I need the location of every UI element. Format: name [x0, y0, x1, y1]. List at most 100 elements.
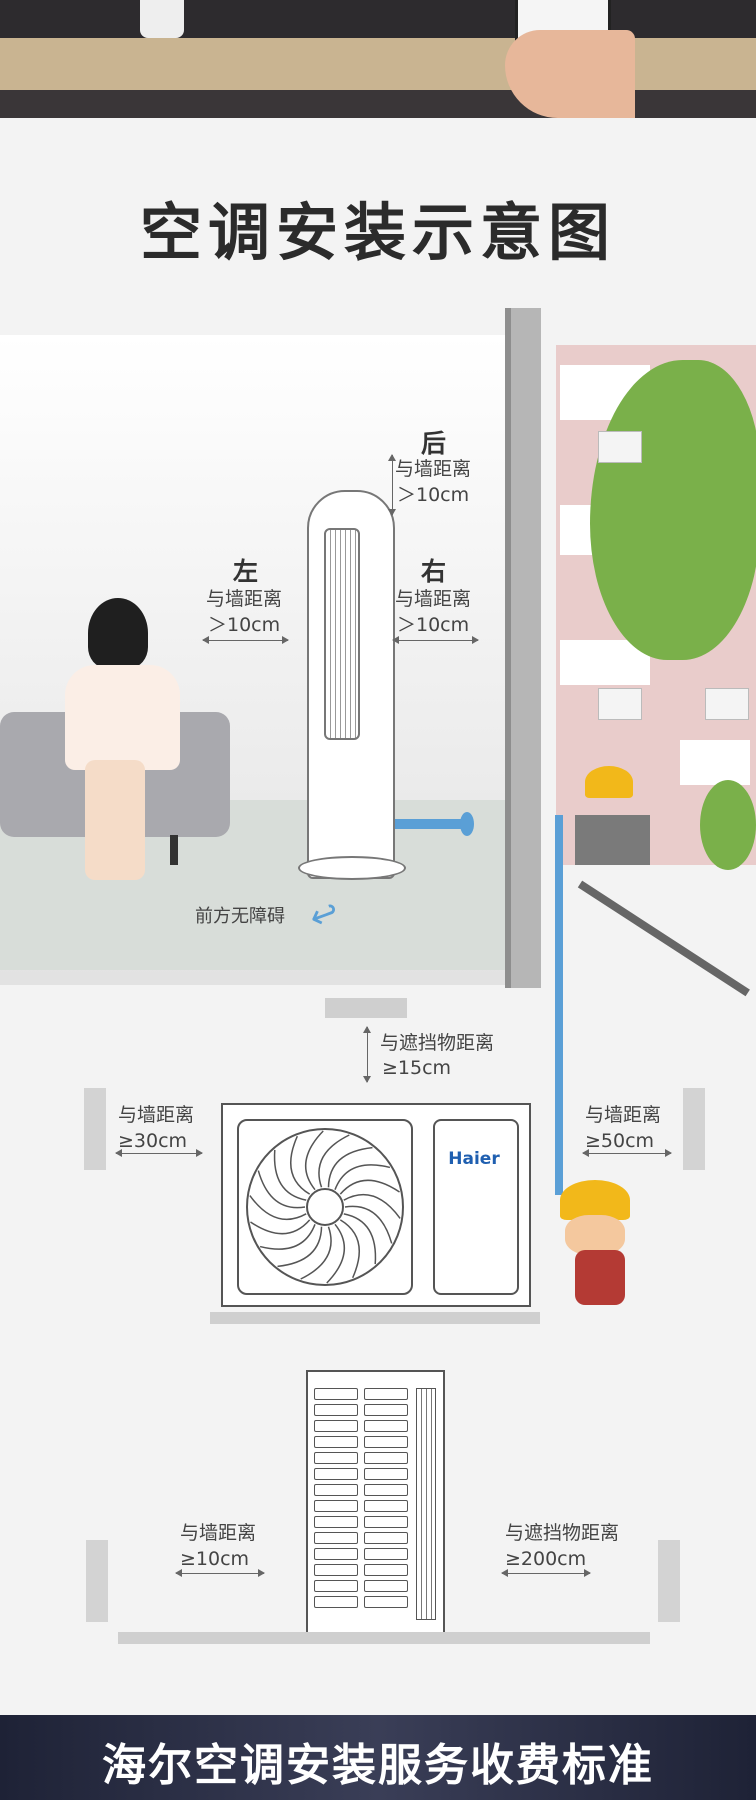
- front-clearance-label: 前方无障碍: [195, 906, 285, 927]
- vent-slot: [314, 1404, 358, 1416]
- outdoor2-left-label: 与墙距离: [180, 1522, 257, 1544]
- support-rod: [577, 880, 750, 997]
- vent-slot: [364, 1436, 408, 1448]
- fan-blade: [343, 1213, 377, 1265]
- vent-slot: [314, 1388, 358, 1400]
- back-value: ＞10cm: [397, 484, 470, 506]
- fan-blade: [334, 1164, 391, 1190]
- fan-blade: [339, 1219, 360, 1279]
- back-label: 与墙距离: [395, 458, 472, 480]
- fan-blade: [273, 1149, 307, 1201]
- vent-slot: [364, 1388, 408, 1400]
- fan-blade: [343, 1193, 401, 1219]
- fan-blade: [277, 1226, 323, 1268]
- outdoor-unit-small: [598, 688, 642, 720]
- vent-slot: [314, 1516, 358, 1528]
- outdoor2-right-value: ≥200cm: [505, 1548, 587, 1570]
- right-direction: 右: [421, 557, 447, 586]
- worker-body: [575, 1250, 625, 1305]
- vent-slot: [364, 1500, 408, 1512]
- fan-blade: [339, 1179, 400, 1195]
- outdoor1-right-value: ≥50cm: [585, 1130, 655, 1152]
- top-arrow: [363, 1026, 371, 1083]
- vent-slot: [314, 1500, 358, 1512]
- ac-vent: [324, 528, 360, 740]
- fan-blade: [344, 1205, 393, 1244]
- vent-slot: [364, 1420, 408, 1432]
- window: [680, 740, 750, 785]
- footer-banner: 海尔空调安装服务收费标准: [0, 1715, 756, 1800]
- fan-grille: [237, 1119, 413, 1295]
- outdoor-unit-1: Haier: [221, 1103, 531, 1307]
- wall-hole: [460, 812, 474, 836]
- vent-slot: [364, 1580, 408, 1592]
- fan-blade: [318, 1134, 350, 1188]
- vent-slot: [364, 1516, 408, 1528]
- outdoor-unit-small: [705, 688, 749, 720]
- vent-slot: [364, 1404, 408, 1416]
- outdoor2-right-arrow: [501, 1569, 591, 1577]
- left-value: ＞10cm: [208, 614, 281, 636]
- vent-slot: [364, 1532, 408, 1544]
- fan-blade: [300, 1226, 332, 1280]
- ac-base: [298, 856, 406, 880]
- vent-slot: [314, 1436, 358, 1448]
- right-wall: [658, 1540, 680, 1622]
- worker-helmet: [560, 1180, 630, 1220]
- woman-hair: [88, 598, 148, 668]
- top-photo: [0, 0, 756, 118]
- room-wall: [505, 308, 541, 988]
- unit-side-panel: [433, 1119, 519, 1295]
- outdoor2-right-label: 与遮挡物距离: [505, 1522, 620, 1544]
- fan-blade: [259, 1224, 316, 1250]
- left-wall: [86, 1540, 108, 1622]
- router-device: [140, 0, 184, 38]
- back-direction: 后: [421, 429, 447, 458]
- right-label: 与墙距离: [395, 588, 472, 610]
- vent-slot: [314, 1468, 358, 1480]
- fan-blade: [290, 1135, 311, 1195]
- vent-slot: [364, 1452, 408, 1464]
- woman-body: [65, 665, 180, 770]
- obstruction-top: [325, 998, 407, 1018]
- outdoor-unit-small: [598, 431, 642, 463]
- outdoor1-left-arrow: [115, 1149, 203, 1157]
- vent-slot: [364, 1548, 408, 1560]
- woman-legs: [85, 760, 145, 880]
- left-label: 与墙距离: [206, 588, 283, 610]
- outdoor1-right-label: 与墙距离: [585, 1104, 662, 1126]
- vent-slot: [314, 1484, 358, 1496]
- fan-blade: [327, 1146, 373, 1188]
- unit-vent-grid: [314, 1388, 410, 1618]
- pipe: [395, 819, 465, 829]
- outdoor-unit-2: [306, 1370, 445, 1636]
- left-wall: [84, 1088, 106, 1170]
- page-title: 空调安装示意图: [139, 196, 616, 269]
- brand-logo: Haier: [448, 1149, 500, 1169]
- worker-helmet: [585, 766, 633, 798]
- outdoor1-top-value: ≥15cm: [382, 1057, 452, 1079]
- left-direction: 左: [233, 557, 259, 586]
- vent-slot: [364, 1468, 408, 1480]
- outdoor1-base: [210, 1312, 540, 1324]
- outdoor2-base: [118, 1632, 650, 1644]
- right-wall: [683, 1088, 705, 1170]
- fan-blade: [257, 1170, 306, 1209]
- vent-slot: [314, 1420, 358, 1432]
- fan-icon: [246, 1128, 404, 1286]
- pipe: [555, 815, 563, 1195]
- hand: [505, 30, 635, 118]
- footer-title: 海尔空调安装服务收费标准: [102, 1740, 654, 1791]
- fan-blade: [304, 1130, 324, 1191]
- sofa-leg: [170, 835, 178, 865]
- right-arrow: [392, 636, 479, 644]
- outdoor1-left-label: 与墙距离: [118, 1104, 195, 1126]
- mounting-bracket: [575, 815, 650, 865]
- vent-slot: [364, 1484, 408, 1496]
- cabinet: [0, 38, 756, 96]
- left-arrow: [202, 636, 289, 644]
- vent-slot: [314, 1532, 358, 1544]
- outdoor1-right-arrow: [582, 1149, 672, 1157]
- back-arrow: [388, 454, 396, 516]
- outdoor1-left-value: ≥30cm: [118, 1130, 188, 1152]
